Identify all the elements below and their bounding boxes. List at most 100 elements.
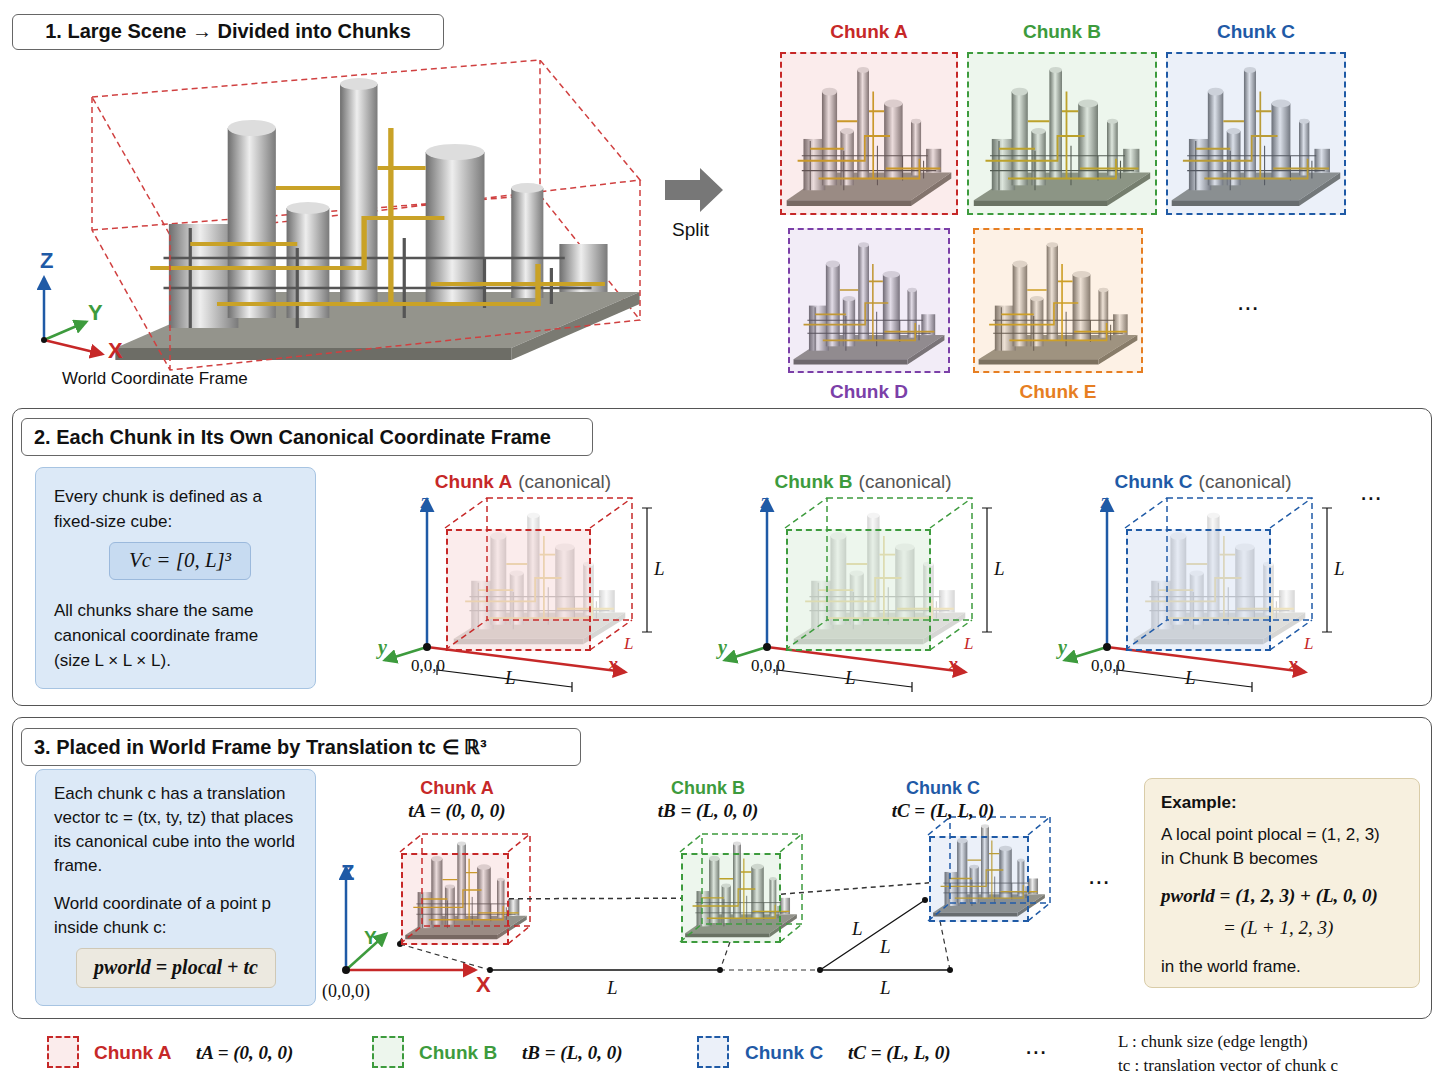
- section-heading: 1. Large Scene → Divided into Chunks: [12, 14, 444, 50]
- info-text: All chunks share the same canonical coor…: [54, 598, 290, 673]
- chunk-box: Chunk B: [967, 52, 1157, 215]
- dimension-label: L: [607, 977, 618, 999]
- axis-label: x: [1288, 653, 1298, 676]
- dimension-label: L: [1185, 667, 1196, 689]
- world-cube: Chunk BtB = (L, 0, 0): [681, 853, 781, 943]
- translation-label: tB = (L, 0, 0): [623, 800, 793, 822]
- dimension-label: L: [845, 667, 856, 689]
- heading-text: 1. Large Scene → Divided into Chunks: [13, 15, 443, 48]
- dimension-label: L: [624, 634, 633, 654]
- example-heading: Example:: [1161, 793, 1237, 813]
- info-text: World coordinate of a point p inside chu…: [54, 892, 294, 940]
- formula: pworld = plocal + tc: [77, 949, 275, 986]
- legend-note: tc : translation vector of chunk c: [1118, 1056, 1338, 1076]
- legend-value: tA = (0, 0, 0): [196, 1042, 293, 1064]
- legend-text: Chunk C: [745, 1042, 823, 1064]
- legend-swatch: [372, 1036, 404, 1068]
- ellipsis: ...: [1025, 1030, 1047, 1061]
- ellipsis: ...: [1088, 860, 1110, 891]
- formula-box: Vc = [0, L]³: [109, 542, 251, 580]
- canonical-cube: Chunk A(canonical): [446, 529, 591, 651]
- legend-value: tB = (L, 0, 0): [522, 1042, 623, 1064]
- axis-label: y: [718, 636, 727, 659]
- example-formula: = (L + 1, 2, 3): [1223, 917, 1333, 939]
- example-text: in the world frame.: [1161, 957, 1301, 977]
- label-row: Chunk C (canonical): [1088, 471, 1318, 493]
- dimension-label: L: [880, 977, 891, 999]
- origin-label: 0,0,0: [1091, 656, 1125, 676]
- world-cube: Chunk CtC = (L, L, 0): [929, 836, 1029, 922]
- origin-label: 0,0,0: [411, 656, 445, 676]
- arrow-label: Split: [672, 219, 709, 241]
- dimension-label: L: [1334, 558, 1345, 580]
- cube-label: (canonical): [518, 471, 611, 492]
- canonical-cube: Chunk B(canonical): [786, 529, 931, 651]
- chunk-label: Chunk E: [975, 381, 1141, 403]
- chunk-box: Chunk C: [1166, 52, 1346, 215]
- chunk-label: Chunk B: [969, 21, 1155, 43]
- example-box: Example: A local point plocal = (1, 2, 3)…: [1144, 778, 1420, 988]
- formula: Vc = [0, L]³: [110, 543, 250, 578]
- axis-label: x: [608, 653, 618, 676]
- ellipsis: ...: [1237, 286, 1259, 317]
- chunk-box: Chunk A: [780, 52, 958, 215]
- legend-swatch: [47, 1036, 79, 1068]
- dimension-label: L: [1304, 634, 1313, 654]
- axis-label: Y: [364, 927, 377, 949]
- dimension-label: L: [654, 558, 665, 580]
- cube-label: Chunk B: [623, 778, 793, 799]
- dimension-label: L: [964, 634, 973, 654]
- dimension-label: L: [880, 936, 891, 958]
- panel-heading: 3. Placed in World Frame by Translation …: [21, 728, 581, 766]
- axis-label: Z: [40, 248, 53, 274]
- dimension-label: L: [505, 667, 516, 689]
- chunk-box: Chunk D: [788, 228, 950, 373]
- caption: World Coordinate Frame: [62, 369, 248, 389]
- info-text: Every chunk is defined as a fixed-size c…: [54, 484, 280, 534]
- chunk-box: Chunk E: [973, 228, 1143, 373]
- canonical-cubes: [385, 498, 1332, 692]
- axis-label: Y: [88, 300, 103, 326]
- chunk-label: Chunk C: [1168, 21, 1344, 43]
- dimension-label: L: [994, 558, 1005, 580]
- origin-label: 0,0,0: [751, 656, 785, 676]
- cube-label: (canonical): [1199, 471, 1292, 492]
- world-cube: Chunk AtA = (0, 0, 0): [401, 853, 509, 945]
- axis-label: z: [1101, 490, 1109, 513]
- label-row: Chunk A (canonical): [408, 471, 638, 493]
- canonical-cube: Chunk C(canonical): [1126, 529, 1271, 651]
- legend-swatch: [697, 1036, 729, 1068]
- chunk-label: Chunk D: [790, 381, 948, 403]
- origin-label: (0,0,0): [322, 981, 370, 1002]
- world-placement: [342, 817, 1050, 974]
- cube-label: (canonical): [859, 471, 952, 492]
- label-row: Chunk B (canonical): [748, 471, 978, 493]
- axis-label: X: [476, 972, 491, 998]
- dashed-connector: [781, 883, 929, 894]
- axis-label: X: [108, 338, 123, 364]
- legend-value: tC = (L, L, 0): [848, 1042, 951, 1064]
- cube-label: Chunk C: [858, 778, 1028, 799]
- info-text: Each chunk c has a translation vector tc…: [54, 782, 302, 878]
- formula-box: pworld = plocal + tc: [76, 948, 276, 988]
- cube-label: Chunk B: [774, 471, 852, 492]
- cube-label: Chunk A: [372, 778, 542, 799]
- example-formula: pworld = (1, 2, 3) + (L, 0, 0): [1161, 885, 1378, 907]
- legend-text: Chunk A: [94, 1042, 171, 1064]
- axis-label: z: [761, 490, 769, 513]
- translation-label: tA = (0, 0, 0): [372, 800, 542, 822]
- panel: 3. Placed in World Frame by Translation …: [12, 717, 1432, 1019]
- axis-label: z: [421, 490, 429, 513]
- chunk-label: Chunk A: [782, 21, 956, 43]
- translation-label: tC = (L, L, 0): [858, 800, 1028, 822]
- cube-label: Chunk A: [435, 471, 512, 492]
- legend-text: Chunk B: [419, 1042, 497, 1064]
- cube-label: Chunk C: [1114, 471, 1192, 492]
- axis-label: y: [1058, 636, 1067, 659]
- panel: 2. Each Chunk in Its Own Canonical Coord…: [12, 408, 1432, 706]
- panel-heading: 2. Each Chunk in Its Own Canonical Coord…: [21, 418, 593, 456]
- dashed-connector: [509, 897, 681, 899]
- example-text: A local point plocal = (1, 2, 3) in Chun…: [1161, 823, 1397, 871]
- axis-label: y: [378, 636, 387, 659]
